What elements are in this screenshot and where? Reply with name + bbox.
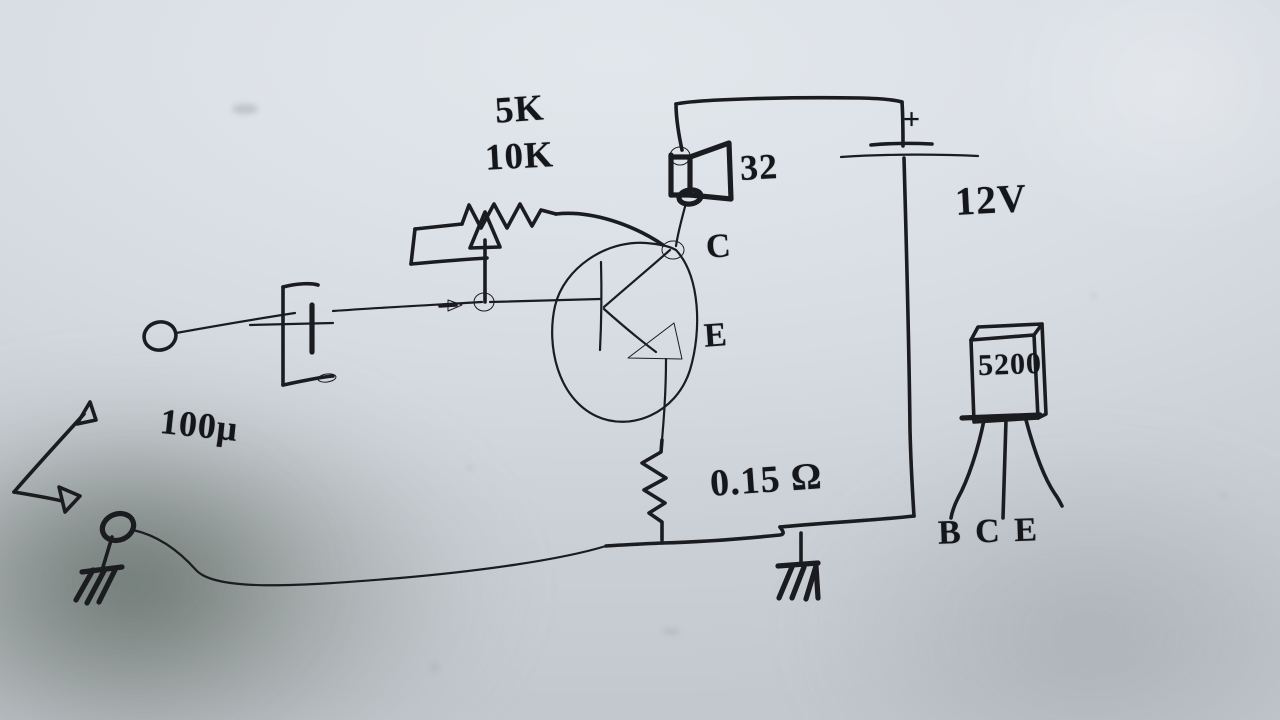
package-pin-c [1001, 418, 1008, 520]
wire-direction-arrow [447, 299, 463, 312]
input-ground-hatch-3 [96, 567, 118, 605]
ground-hatch-4 [813, 563, 821, 601]
label-speaker-impedance: 32 [738, 146, 780, 188]
capacitor-top-lead [281, 281, 320, 289]
package-pin-e [1024, 418, 1064, 508]
label-package-pinout: B C E [937, 511, 1041, 552]
paper-smudge-3 [430, 663, 439, 672]
capacitor-bottom-dot [317, 373, 337, 383]
wire-speaker-to-collector [674, 201, 688, 248]
wire-base-to-transistor [488, 297, 602, 304]
label-battery-polarity: + [903, 103, 922, 136]
emitter-resistor-zigzag [640, 438, 668, 542]
label-input-capacitor: 100μ [158, 401, 241, 449]
label-package-part-number: 5200 [977, 346, 1043, 383]
battery-plate-negative-long [839, 153, 980, 159]
collector-junction-dot [661, 240, 685, 260]
pot-loop-left-top [413, 222, 464, 231]
transistor-collector-lead [602, 248, 672, 309]
shadow-bottom-left-2 [0, 430, 380, 720]
speaker-terminal-top-dot [669, 146, 691, 166]
shadow-bottom-right [780, 420, 1280, 720]
transistor-emitter-lead [602, 307, 658, 354]
input-terminal-ring [142, 320, 178, 352]
wire-input-to-capacitor [174, 311, 297, 335]
package-top-edge [969, 322, 1044, 342]
wire-speaker-to-top-rail [674, 102, 684, 152]
pot-loop-bottom [409, 256, 489, 266]
wire-top-rail [674, 95, 904, 106]
label-emitter-resistor: 0.15 Ω [708, 455, 824, 505]
paper-smudge-6 [1220, 492, 1227, 498]
transistor-emitter-arrowhead [627, 322, 683, 360]
paper-smudge-5 [466, 465, 474, 471]
highlight-top-right [920, 0, 1280, 300]
arrow-up-icon [75, 400, 98, 426]
pointer-line-down [12, 490, 64, 503]
ground-hatch-1 [776, 564, 795, 601]
arrow-down-icon [57, 485, 82, 514]
battery-plate-positive-short [869, 141, 934, 147]
input-ground-stem [101, 535, 114, 569]
paper-smudge-4 [1090, 292, 1097, 299]
transistor-base-bar [598, 260, 603, 352]
label-pot-value-top: 5K [493, 87, 546, 132]
label-transistor-collector: C [704, 227, 733, 266]
input-ground-hatch-1 [73, 567, 96, 603]
wire-input-ground-to-rail [131, 528, 608, 587]
package-pin-b [949, 418, 986, 520]
wire-bottom-rail-left [604, 541, 664, 548]
pointer-line-up [12, 412, 86, 494]
ground-hatch-2 [789, 564, 807, 601]
package-base-bar [959, 412, 1043, 421]
wire-battery-bottom-lead [902, 156, 916, 518]
wire-cap-to-base [331, 300, 484, 313]
speaker-cone [687, 140, 734, 202]
label-battery-voltage: 12V [953, 175, 1029, 224]
input-ground-hatch-2 [84, 568, 107, 606]
speaker-terminal-bottom-ring [676, 187, 704, 207]
label-pot-value-bottom: 10K [483, 134, 555, 179]
paper-smudge-2 [662, 628, 680, 635]
wire-pot-to-base-node [554, 211, 665, 247]
input-ground-terminal-ring [99, 510, 137, 544]
capacitor-bottom-lead [281, 374, 335, 387]
transistor-envelope-circle [551, 241, 699, 423]
wire-capacitor-crossbar [248, 321, 335, 327]
wire-bottom-rail [660, 525, 785, 545]
pot-zigzag-resistor [460, 202, 558, 230]
base-junction-dot [473, 292, 495, 312]
wire-emitter-down [660, 357, 668, 442]
pot-wiper-arrowhead [468, 210, 502, 250]
label-transistor-emitter: E [702, 316, 729, 355]
paper-smudge-1 [232, 104, 258, 114]
ground-bar-top [775, 560, 821, 569]
pot-loop-left-side [409, 227, 417, 266]
wire-right-rail-to-bottom [778, 514, 916, 529]
